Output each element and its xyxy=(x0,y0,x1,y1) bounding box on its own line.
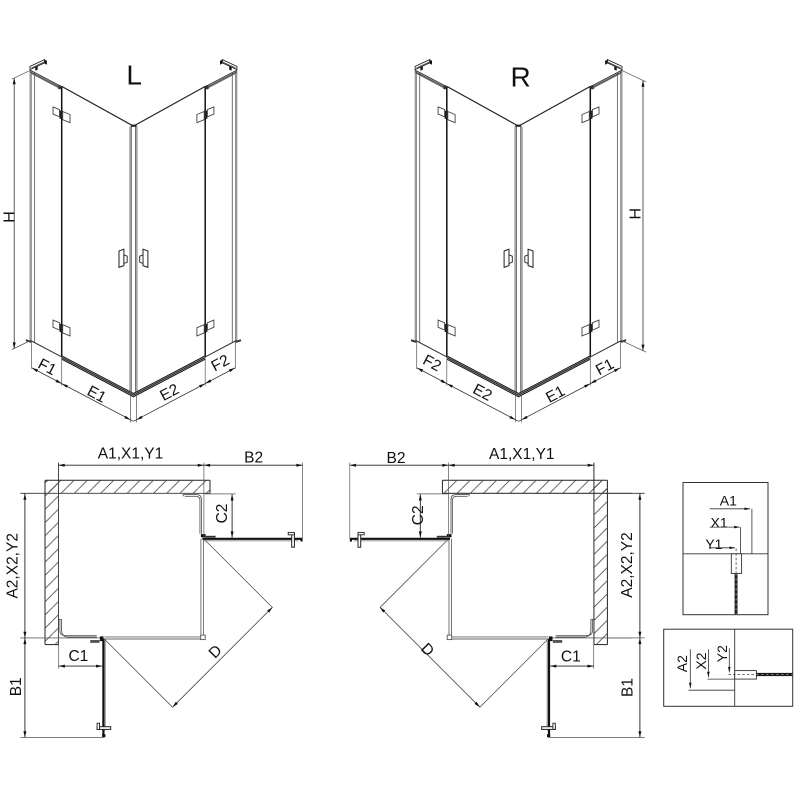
svg-text:F2: F2 xyxy=(209,352,233,375)
svg-text:E1: E1 xyxy=(543,383,568,407)
svg-text:E2: E2 xyxy=(157,381,182,405)
svg-text:X1: X1 xyxy=(711,514,728,530)
svg-text:B2: B2 xyxy=(387,450,406,467)
svg-text:X2: X2 xyxy=(693,652,709,669)
svg-text:A1,X1,Y1: A1,X1,Y1 xyxy=(489,446,555,463)
svg-text:F2: F2 xyxy=(420,352,444,375)
svg-text:C2: C2 xyxy=(214,504,231,524)
svg-text:E1: E1 xyxy=(84,383,109,407)
svg-text:F1: F1 xyxy=(35,356,59,379)
svg-text:H: H xyxy=(627,208,644,220)
svg-text:A2: A2 xyxy=(674,655,690,672)
svg-text:A2,X2,Y2: A2,X2,Y2 xyxy=(5,533,22,599)
svg-text:A2,X2,Y2: A2,X2,Y2 xyxy=(619,532,636,598)
svg-text:F1: F1 xyxy=(593,356,617,379)
svg-text:C1: C1 xyxy=(561,649,581,666)
svg-text:C1: C1 xyxy=(68,648,88,665)
svg-text:B2: B2 xyxy=(244,449,263,466)
svg-text:D: D xyxy=(206,642,226,662)
svg-text:C2: C2 xyxy=(410,505,427,525)
svg-text:A1,X1,Y1: A1,X1,Y1 xyxy=(98,446,164,463)
svg-text:B1: B1 xyxy=(8,677,25,696)
svg-text:H: H xyxy=(1,211,18,223)
svg-text:Y1: Y1 xyxy=(705,536,722,552)
svg-text:Y2: Y2 xyxy=(714,645,730,662)
svg-text:R: R xyxy=(510,62,530,93)
svg-text:A1: A1 xyxy=(720,493,737,509)
svg-text:B1: B1 xyxy=(620,678,637,697)
svg-text:E2: E2 xyxy=(470,381,495,405)
svg-text:D: D xyxy=(417,640,437,660)
svg-text:L: L xyxy=(126,60,142,91)
